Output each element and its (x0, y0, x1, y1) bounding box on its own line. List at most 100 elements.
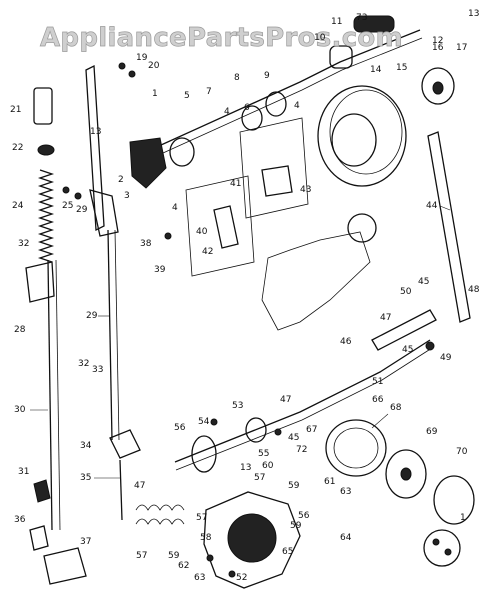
part-label-p21: 21 (10, 105, 21, 115)
presser-foot (43, 547, 87, 585)
screw-20 (128, 70, 136, 78)
part-label-p36: 36 (14, 515, 26, 525)
part-label-p57b: 57 (196, 513, 207, 523)
part-label-p45a: 45 (418, 277, 429, 287)
part-label-p4b: 4 (294, 101, 300, 111)
bobbin-hole-2 (444, 548, 452, 556)
pulley-hub (432, 81, 444, 95)
screw-63 (228, 570, 236, 578)
part-label-p42: 42 (202, 247, 213, 257)
screw-38 (164, 232, 172, 240)
part-label-p53: 53 (232, 401, 243, 411)
part-label-p20: 20 (148, 61, 160, 71)
part-label-p7: 7 (206, 87, 212, 97)
watermark-text: AppliancePartsPros.com (40, 23, 403, 53)
part-label-p66: 66 (372, 395, 384, 405)
feed-gear (347, 213, 377, 243)
leader-68 (371, 413, 389, 429)
balance-wheel-rim (329, 89, 403, 175)
part-label-p47c: 47 (134, 481, 145, 491)
part-label-p57a: 57 (254, 473, 265, 483)
part-label-p13a: 13 (468, 9, 479, 19)
part-label-p49: 49 (440, 353, 452, 363)
part-label-p34: 34 (80, 441, 92, 451)
part-label-p16: 16 (432, 43, 444, 53)
part-label-p38: 38 (140, 239, 152, 249)
part-label-p64: 64 (340, 533, 352, 543)
part-label-p50: 50 (400, 287, 412, 297)
screw-59 (206, 554, 214, 562)
part-label-p5: 5 (184, 91, 190, 101)
part-label-p47b: 47 (280, 395, 291, 405)
screw-54 (210, 418, 218, 426)
feed-dog (109, 429, 141, 459)
part-label-p33: 33 (92, 365, 103, 375)
bobbin-case (385, 449, 427, 499)
part-label-p73: 73 (356, 13, 367, 23)
part-label-p63b: 63 (194, 573, 205, 583)
feed-mechanism (261, 231, 371, 331)
zigzag-lever (213, 205, 239, 249)
leader-44 (439, 205, 451, 211)
part-label-p1b: 1 (460, 513, 466, 523)
collar-8 (241, 105, 263, 131)
take-up-crank (129, 137, 167, 189)
part-label-p62: 62 (178, 561, 189, 571)
presser-bar (107, 229, 113, 441)
part-label-p1: 1 (152, 89, 158, 99)
part-label-p72: 72 (296, 445, 307, 455)
hook-drive-gear (191, 435, 217, 473)
collar-53 (245, 417, 267, 443)
screw-25 (62, 186, 70, 194)
bobbin (423, 529, 461, 567)
part-label-p6: 6 (244, 103, 250, 113)
upper-arm-shaft-edge (151, 37, 423, 159)
cam-follower (261, 165, 293, 197)
part-label-p39: 39 (154, 265, 166, 275)
part-label-p29b: 29 (86, 311, 98, 321)
bushing-11 (329, 45, 353, 69)
screw-19 (118, 62, 126, 70)
part-label-p11: 11 (331, 17, 342, 27)
part-label-p28: 28 (14, 325, 26, 335)
feed-rock-shaft (371, 309, 437, 351)
needle-bar (47, 259, 53, 531)
part-label-p61: 61 (324, 477, 335, 487)
part-label-p24: 24 (12, 201, 24, 211)
part-label-p32b: 32 (78, 359, 89, 369)
needle (119, 459, 123, 521)
part-label-p37: 37 (80, 537, 91, 547)
part-label-p29a: 29 (76, 205, 88, 215)
clamp-36 (29, 525, 49, 551)
needle-bar-edge (55, 259, 61, 531)
part-label-p3: 3 (124, 191, 130, 201)
part-label-p54: 54 (198, 417, 210, 427)
inset-box-39 (185, 175, 255, 277)
hook-housing-cavity (227, 513, 277, 563)
part-label-p69: 69 (426, 427, 438, 437)
part-label-p41: 41 (230, 179, 241, 189)
part-label-p57c: 57 (136, 551, 147, 561)
part-label-p70: 70 (456, 447, 468, 457)
part-label-p58: 58 (200, 533, 212, 543)
part-label-p55: 55 (258, 449, 269, 459)
needle-bar-bracket (89, 189, 119, 237)
part-label-p19: 19 (136, 53, 148, 63)
pulley (421, 67, 455, 105)
lower-shaft-edge (175, 347, 433, 471)
bobbin-case-hole (400, 467, 412, 481)
part-label-p45b: 45 (402, 345, 413, 355)
balance-wheel-hub (331, 113, 377, 167)
part-label-p17: 17 (456, 43, 467, 53)
connecting-rod (427, 131, 471, 323)
part-label-p51: 51 (372, 377, 383, 387)
part-label-p48: 48 (468, 285, 480, 295)
bushing-73 (353, 15, 395, 33)
screw-49 (425, 341, 435, 351)
presser-spring (37, 169, 55, 263)
hook-assembly (433, 475, 475, 525)
collar-6 (169, 137, 195, 167)
